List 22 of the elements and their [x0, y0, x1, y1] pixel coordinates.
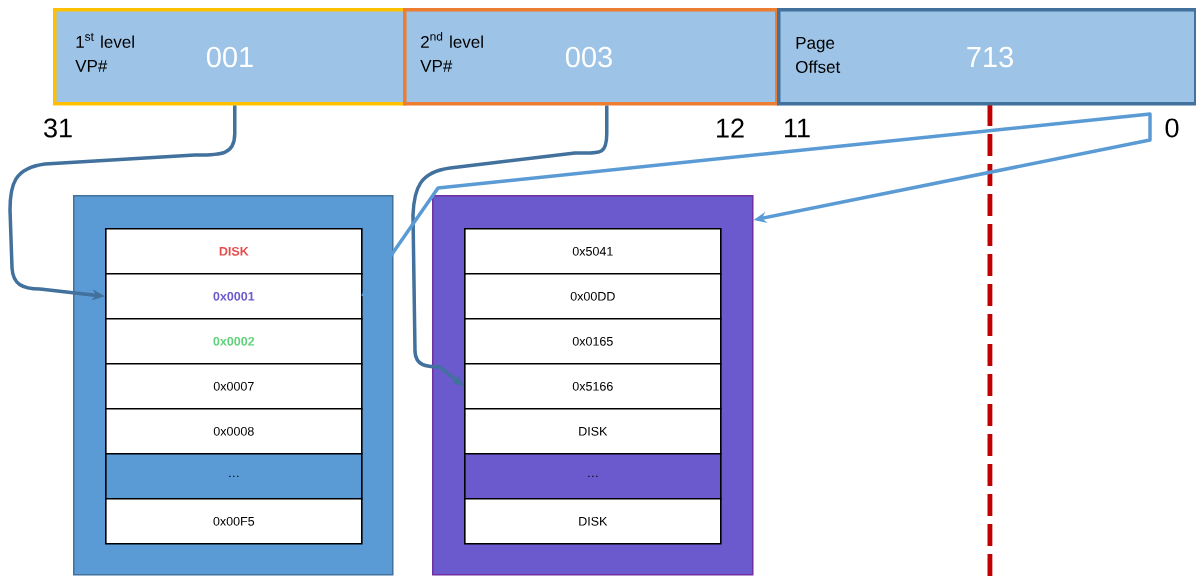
table-cell: 0x0008: [105, 408, 363, 455]
bit-number: 31: [44, 118, 72, 138]
bit-number: 0: [1165, 118, 1179, 138]
arrow: [361, 112, 1152, 298]
bit-number: 11: [785, 118, 810, 138]
bit-number: 12: [717, 118, 744, 138]
table-cell: …: [464, 453, 722, 500]
table-cell: DISK: [464, 408, 722, 455]
table-cell: 0x00DD: [464, 273, 722, 320]
table-cell: …: [105, 453, 363, 500]
table-cell: DISK: [105, 228, 363, 275]
table-cell: 0x5166: [464, 363, 722, 410]
bit-field: $\begin{array}{@{}l@{}}\text{1}^{\text{st}}\text{ level}\\\text{VP\#}\end{array}$ 001: [53, 8, 407, 106]
table-cell: DISK: [464, 498, 722, 545]
table-cell: 0x0001: [105, 273, 363, 320]
table-cell: 0x0002: [105, 318, 363, 365]
table-cell: 0x00F5: [105, 498, 363, 545]
table-cell: 0x0165: [464, 318, 722, 365]
table-cell: 0x5041: [464, 228, 722, 275]
table-cell: 0x0007: [105, 363, 363, 410]
bit-field: $\begin{array}{@{}l@{}}\text{2}^{\text{nd}}\text{ level}\\\text{VP\#}\end{array}$ 003: [403, 8, 779, 106]
bit-field: Page Offset 713: [777, 8, 1196, 106]
